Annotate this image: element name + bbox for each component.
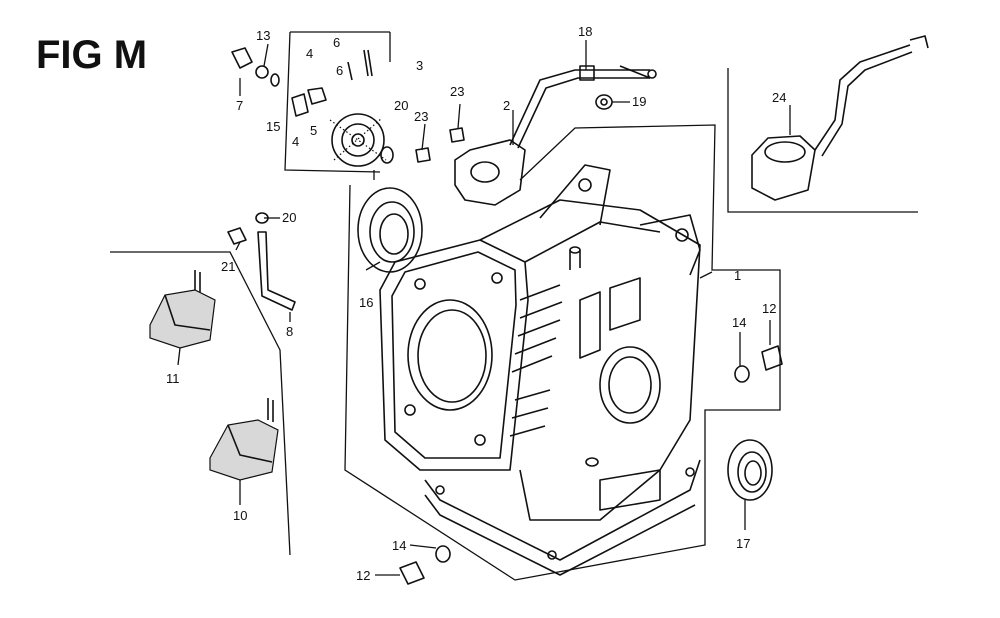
engine-mount-11 [149, 270, 216, 349]
leader-lines [177, 40, 791, 576]
callout-16: 16 [359, 295, 373, 310]
callout-11: 11 [166, 371, 180, 386]
callout-23-mid: 23 [414, 109, 428, 124]
callout-numbers: 1 2 3 4 4 5 6 6 7 8 10 11 12 12 13 14 14… [166, 24, 786, 583]
callout-1: 1 [734, 268, 741, 283]
crankcase [379, 164, 701, 576]
callout-19: 19 [632, 94, 646, 109]
washer-20 [255, 146, 394, 224]
callout-24: 24 [772, 90, 786, 105]
callout-12-right: 12 [762, 301, 776, 316]
callout-5: 5 [310, 123, 317, 138]
callout-12-lower: 12 [356, 568, 370, 583]
oil-seal-17 [727, 439, 773, 501]
callout-15: 15 [266, 119, 280, 134]
callout-6-top: 6 [333, 35, 340, 50]
callout-4-top: 4 [306, 46, 313, 61]
callout-17: 17 [736, 536, 750, 551]
engine-mount-10 [209, 398, 279, 481]
boundary-lines [110, 31, 918, 581]
callout-21: 21 [221, 259, 235, 274]
drain-bolt-right [734, 345, 783, 383]
bolts-23 [415, 127, 465, 163]
callout-6-bottom: 6 [336, 63, 343, 78]
oil-seal-16 [357, 187, 423, 273]
callout-20-top: 20 [394, 98, 408, 113]
callout-10: 10 [233, 508, 247, 523]
sensor-24 [751, 35, 929, 201]
callout-14-lower: 14 [392, 538, 406, 553]
drain-bolt-lower [399, 545, 451, 585]
grommet-19 [595, 94, 613, 110]
callout-8: 8 [286, 324, 293, 339]
governor-assembly [291, 49, 387, 167]
callout-3: 3 [416, 58, 423, 73]
callout-18: 18 [578, 24, 592, 39]
callout-4-bottom: 4 [292, 134, 299, 149]
breather-tube [227, 227, 296, 311]
figure-title: FIG M [36, 33, 147, 77]
callout-23-top: 23 [450, 84, 464, 99]
callout-7: 7 [236, 98, 243, 113]
callout-14-right: 14 [732, 315, 746, 330]
callout-13: 13 [256, 28, 270, 43]
callout-20-left: 20 [282, 210, 296, 225]
callout-2: 2 [503, 98, 510, 113]
oil-level-switch [454, 65, 657, 206]
pin-and-washer [231, 47, 280, 87]
